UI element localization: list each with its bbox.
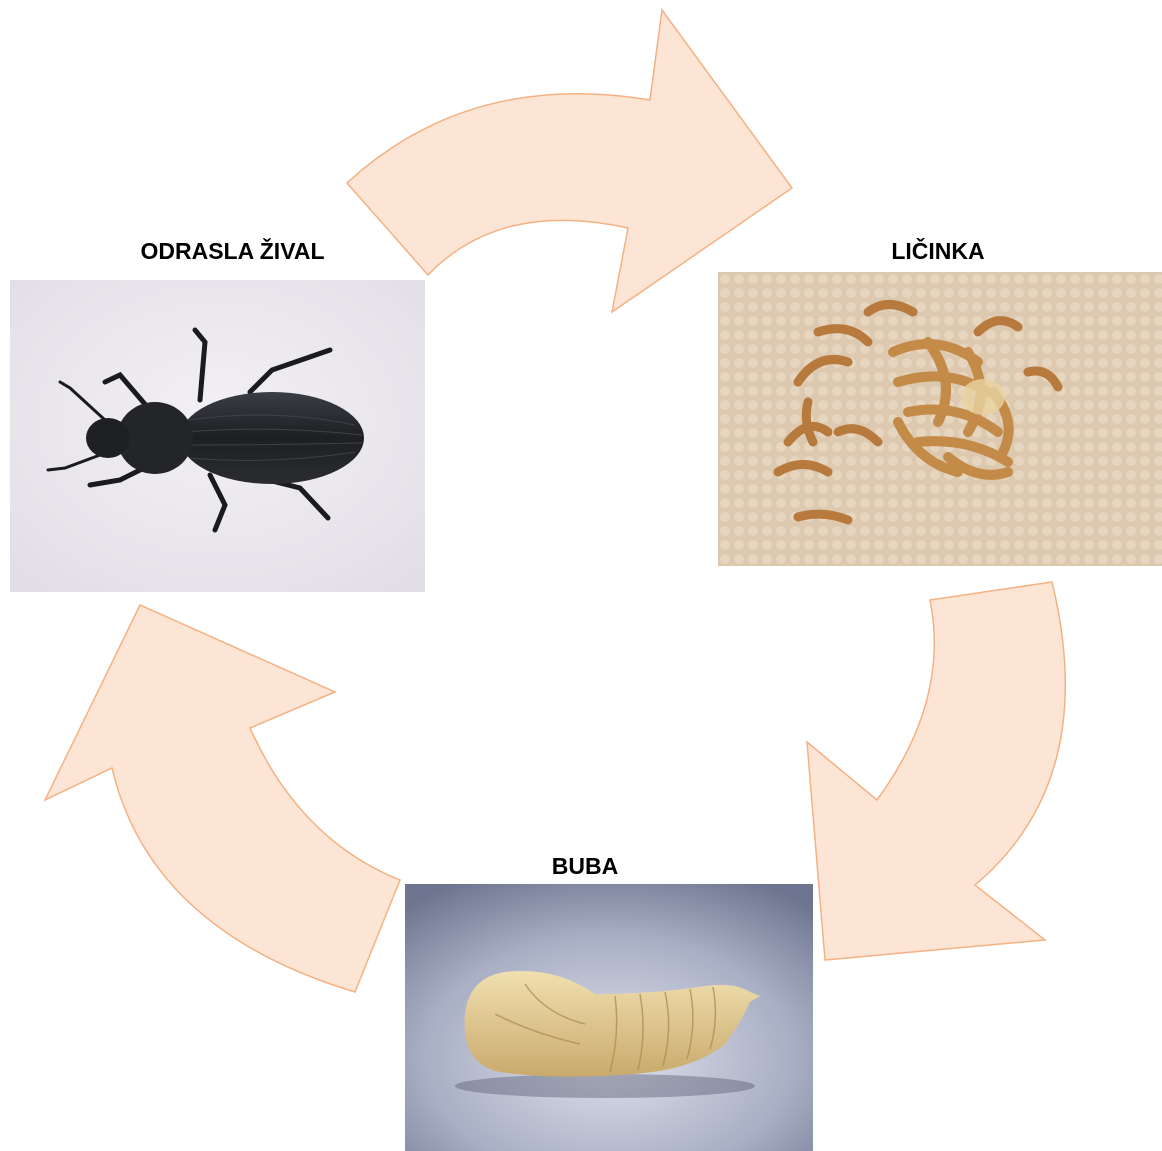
mealworm-larvae-photo xyxy=(718,272,1162,566)
arrow-larva-to-pupa xyxy=(807,582,1065,960)
larvae-icon xyxy=(718,272,1162,566)
arrow-pupa-to-adult xyxy=(45,605,400,992)
beetle-photo xyxy=(10,280,425,592)
larva-label: LIČINKA xyxy=(878,238,998,265)
adult-label: ODRASLA ŽIVAL xyxy=(120,238,345,265)
pupa-photo xyxy=(405,884,813,1151)
pupa-icon xyxy=(405,884,813,1151)
arrow-adult-to-larva xyxy=(347,10,792,312)
pupa-label: BUBA xyxy=(540,853,630,880)
beetle-icon xyxy=(10,280,425,592)
